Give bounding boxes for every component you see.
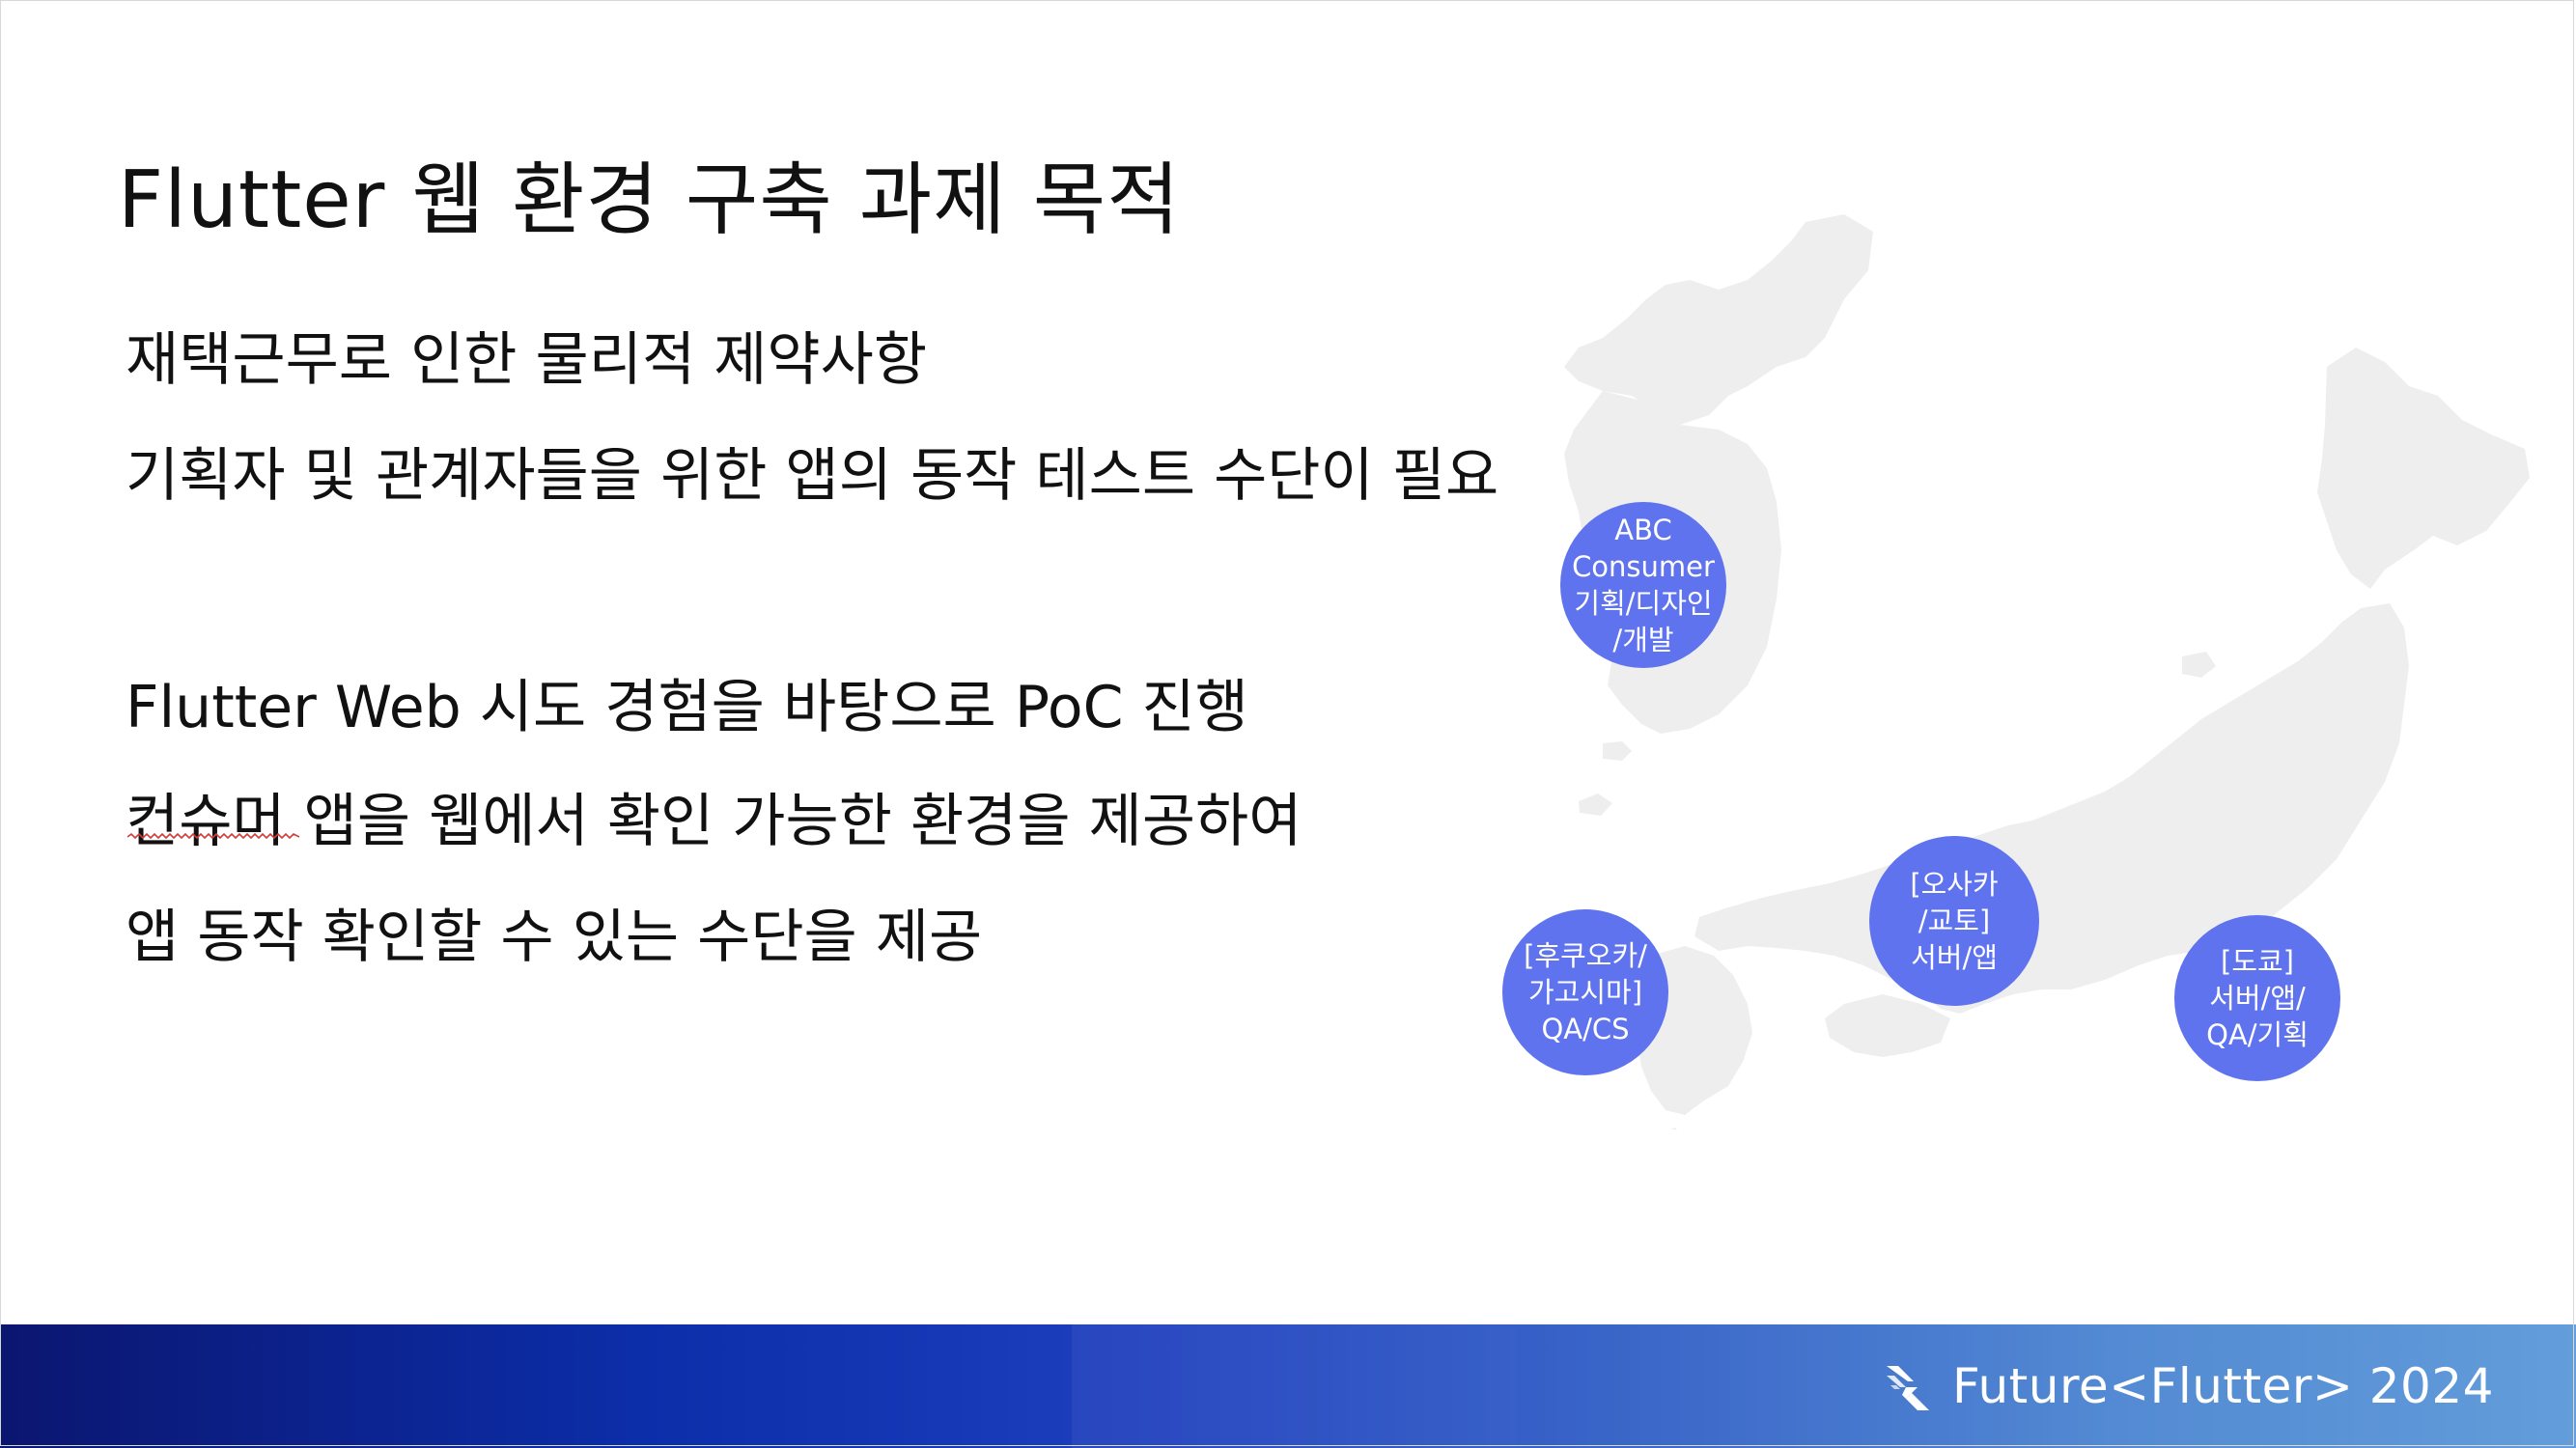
footer-band-right [1516, 1324, 2576, 1448]
spellcheck-underline [127, 832, 299, 840]
slide-title: Flutter 웹 환경 구축 과제 목적 [118, 154, 1181, 246]
flutter-logo-icon [1886, 1366, 1929, 1410]
bullet-line-3: Flutter Web 시도 경험을 바탕으로 PoC 진행 [126, 674, 1248, 741]
badge-tokyo: [도쿄] 서버/앱/ QA/기획 [2174, 915, 2340, 1081]
footer-bar: Future<Flutter> 2024 [0, 1324, 2576, 1448]
footer-band [1072, 1324, 1516, 1448]
badge-korea: ABC Consumer 기획/디자인 /개발 [1560, 502, 1726, 668]
bullet-line-4: 컨슈머 앱을 웹에서 확인 가능한 환경을 제공하여 [126, 788, 1302, 855]
footer-brand: Future<Flutter> 2024 [1885, 1357, 2494, 1415]
footer-brand-text: Future<Flutter> 2024 [1951, 1358, 2494, 1414]
badge-osaka-kyoto: [오사카 /교토] 서버/앱 [1869, 836, 2039, 1006]
badge-fukuoka-kagoshima: [후쿠오카/ 가고시마] QA/CS [1502, 909, 1668, 1075]
bullet-line-1: 재택근무로 인한 물리적 제약사항 [126, 326, 928, 394]
bullet-line-5: 앱 동작 확인할 수 있는 수단을 제공 [126, 904, 983, 971]
bullet-line-2: 기획자 및 관계자들을 위한 앱의 동작 테스트 수단이 필요 [126, 442, 1499, 510]
